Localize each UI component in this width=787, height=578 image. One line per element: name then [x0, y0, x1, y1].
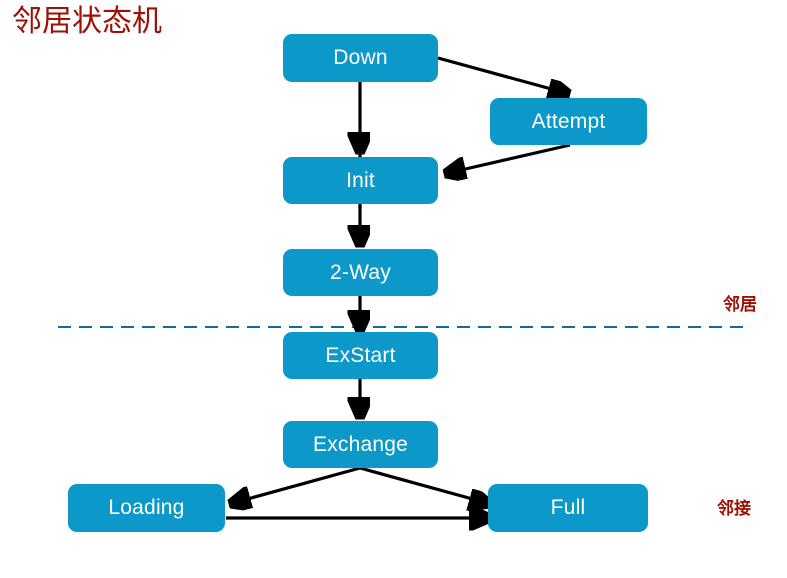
arrow-attempt-to-init — [448, 143, 571, 173]
state-box-attempt[interactable]: Attempt — [490, 98, 647, 145]
state-label-2way: 2-Way — [330, 260, 391, 284]
state-box-exchange[interactable]: Exchange — [283, 421, 438, 468]
state-box-2way[interactable]: 2-Way — [283, 249, 438, 296]
state-label-loading: Loading — [108, 496, 185, 519]
region-label-adjacency: 邻接 — [717, 499, 751, 519]
page-title: 邻居状态机 — [12, 4, 162, 39]
state-box-down[interactable]: Down — [283, 34, 438, 82]
state-box-full[interactable]: Full — [488, 484, 648, 532]
state-label-full: Full — [550, 496, 586, 519]
arrow-down-to-attempt — [437, 56, 566, 93]
state-label-down: Down — [333, 46, 388, 69]
state-box-loading[interactable]: Loading — [68, 484, 225, 532]
state-label-exchange: Exchange — [312, 432, 408, 456]
region-label-neighbor: 邻居 — [723, 295, 757, 315]
state-box-init[interactable]: Init — [283, 157, 438, 204]
state-label-attempt: Attempt — [531, 109, 606, 133]
arrow-exchange-to-loading — [233, 466, 361, 503]
arrow-exchange-to-full — [359, 466, 487, 503]
state-label-init: Init — [346, 168, 375, 192]
state-label-exstart: ExStart — [325, 343, 396, 367]
state-box-exstart[interactable]: ExStart — [283, 332, 438, 379]
